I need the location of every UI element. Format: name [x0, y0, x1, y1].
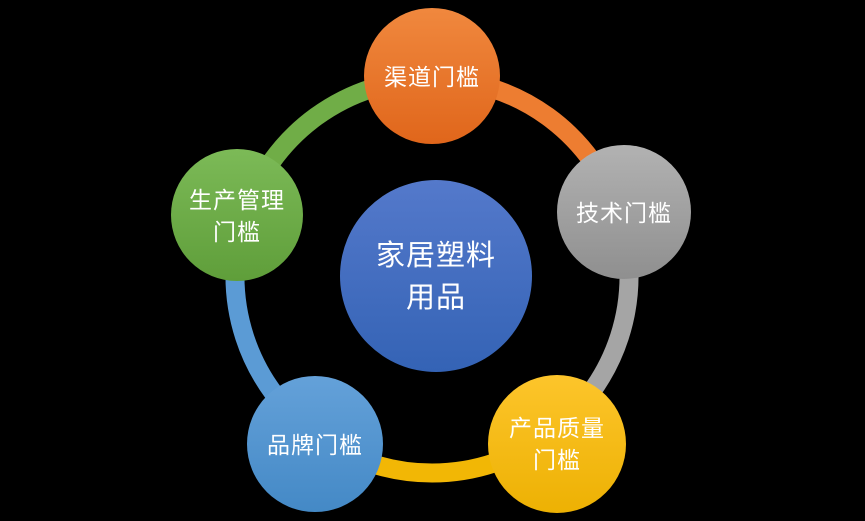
node-production: 生产管理 门槛 — [171, 149, 303, 281]
node-production-label-line2: 门槛 — [213, 219, 261, 245]
node-tech-label: 技术门槛 — [576, 200, 672, 226]
node-production-circle — [171, 149, 303, 281]
node-brand-label: 品牌门槛 — [267, 432, 363, 458]
node-quality: 产品质量 门槛 — [488, 375, 626, 513]
node-tech-circle — [557, 145, 691, 279]
node-center-label-line2: 用品 — [406, 282, 466, 314]
node-channel-label: 渠道门槛 — [384, 64, 480, 90]
node-channel-circle — [364, 8, 500, 144]
node-brand-circle — [247, 376, 383, 512]
node-brand: 品牌门槛 — [247, 376, 383, 512]
node-tech: 技术门槛 — [557, 145, 691, 279]
node-center-label-line1: 家居塑料 — [376, 239, 496, 272]
node-quality-circle — [488, 375, 626, 513]
node-center-circle — [340, 180, 532, 372]
node-quality-label-line2: 门槛 — [533, 447, 581, 473]
node-channel: 渠道门槛 — [364, 8, 500, 144]
node-production-label-line1: 生产管理 — [189, 187, 285, 213]
node-center: 家居塑料 用品 — [340, 180, 532, 372]
node-quality-label-line1: 产品质量 — [509, 415, 605, 441]
